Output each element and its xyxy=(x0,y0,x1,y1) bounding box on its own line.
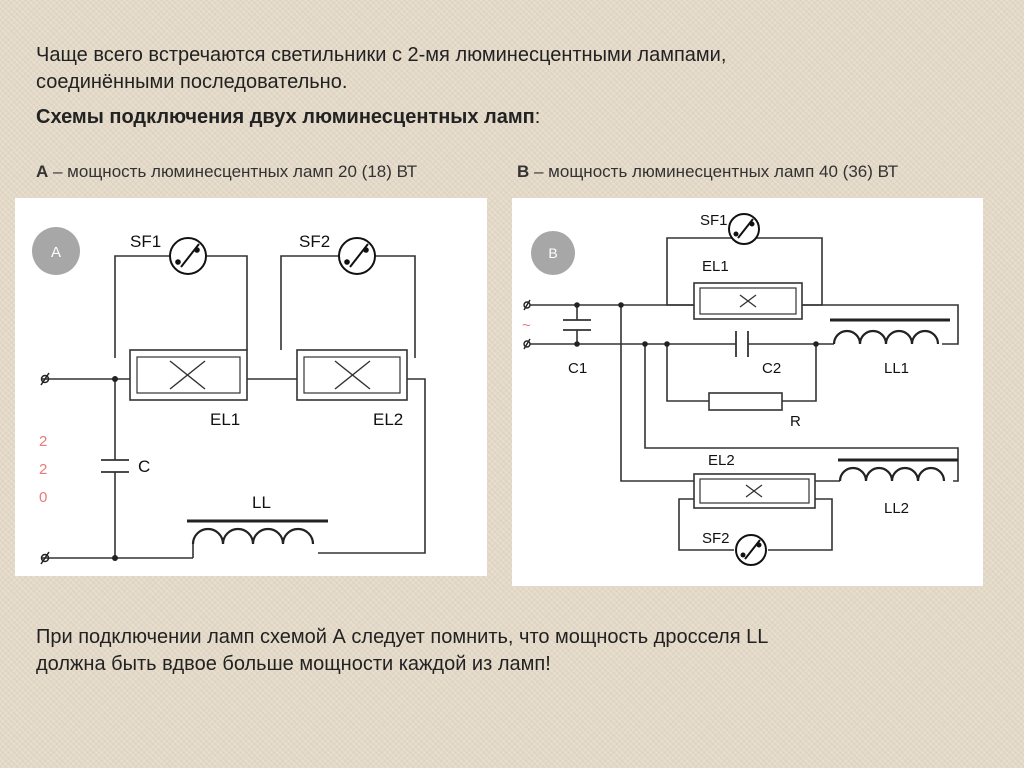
starter-sf1-icon xyxy=(169,237,207,275)
label-c: C xyxy=(138,457,150,476)
label-el1: EL1 xyxy=(702,258,729,275)
diagram-b-badge: В xyxy=(531,231,575,275)
label-c1: C1 xyxy=(568,360,587,377)
lamp-el2 xyxy=(296,349,408,401)
diagram-b-svg: В SF1 EL1 C1 C2 R LL1 EL2 LL2 SF2 ~ xyxy=(522,212,959,566)
label-c2: C2 xyxy=(762,360,781,377)
junction-dots xyxy=(574,302,819,347)
terminal-bottom-icon xyxy=(40,551,50,565)
voltage-digit: 2 xyxy=(39,461,47,478)
caption-a: А – мощность люминесцентных ламп 20 (18)… xyxy=(36,162,417,182)
terminal-top-icon xyxy=(40,372,50,386)
junction-dot xyxy=(574,302,580,308)
junction-dot xyxy=(618,302,624,308)
lamp-el2 xyxy=(693,473,816,509)
diagram-b-panel: В SF1 EL1 C1 C2 R LL1 EL2 LL2 SF2 ~ xyxy=(512,198,983,586)
label-ll2: LL2 xyxy=(884,500,909,517)
footer-note: При подключении ламп схемой А следует по… xyxy=(36,624,768,678)
junction-dot xyxy=(112,376,118,382)
intro-line-1: Чаще всего встречаются светильники с 2-м… xyxy=(36,44,727,66)
intro-line-2: соединёнными последовательно. xyxy=(36,71,348,93)
caption-a-letter: А xyxy=(36,162,49,181)
starter-sf2-icon xyxy=(338,237,376,275)
label-sf2: SF2 xyxy=(299,232,330,251)
starter-sf2-icon xyxy=(735,534,767,566)
junction-dot xyxy=(813,341,819,347)
diagram-a-badge: А xyxy=(32,227,80,275)
voltage-digit: 0 xyxy=(39,489,47,506)
choke-ll xyxy=(187,519,328,545)
choke-ll2 xyxy=(838,458,958,482)
diagram-a-svg: А SF1 SF2 EL1 EL2 C LL 2 2 0 xyxy=(32,227,426,565)
voltage-label: 2 2 0 xyxy=(39,433,47,506)
label-el2: EL2 xyxy=(373,410,403,429)
diagram-a-wires xyxy=(41,255,426,559)
badge-a-text: А xyxy=(51,244,61,261)
label-r: R xyxy=(790,413,801,430)
label-el1: EL1 xyxy=(210,410,240,429)
terminal-bottom-icon xyxy=(523,338,531,350)
capacitor-c2 xyxy=(735,331,749,357)
footer-line-1: При подключении ламп схемой А следует по… xyxy=(36,626,769,648)
starter-sf1-icon xyxy=(728,213,760,245)
label-sf1: SF1 xyxy=(130,232,161,251)
junction-dot xyxy=(574,341,580,347)
lamp-el1 xyxy=(693,282,803,320)
label-el2: EL2 xyxy=(708,452,735,469)
subtitle-text: Схемы подключения двух люминесцентных ла… xyxy=(36,106,535,128)
junction-dot xyxy=(642,341,648,347)
lamp-el1 xyxy=(129,349,248,401)
label-sf1: SF1 xyxy=(700,212,728,229)
capacitor-c1 xyxy=(563,319,591,331)
section-subtitle: Схемы подключения двух люминесцентных ла… xyxy=(36,104,540,131)
junction-dot xyxy=(664,341,670,347)
ac-symbol: ~ xyxy=(522,317,531,334)
junction-dot xyxy=(112,555,118,561)
resistor-r xyxy=(708,392,783,411)
terminal-top-icon xyxy=(523,299,531,311)
label-ll: LL xyxy=(252,493,271,512)
caption-b-letter: В xyxy=(517,162,530,181)
footer-line-2: должна быть вдвое больше мощности каждой… xyxy=(36,653,551,675)
voltage-digit: 2 xyxy=(39,433,47,450)
choke-ll1 xyxy=(830,318,950,345)
label-ll1: LL1 xyxy=(884,360,909,377)
capacitor-c xyxy=(101,459,129,473)
caption-b-text: – мощность люминесцентных ламп 40 (36) В… xyxy=(529,162,899,181)
subtitle-colon: : xyxy=(534,106,541,128)
intro-text: Чаще всего встречаются светильники с 2-м… xyxy=(36,42,726,96)
badge-b-text: В xyxy=(548,245,557,261)
diagram-a-panel: А SF1 SF2 EL1 EL2 C LL 2 2 0 xyxy=(15,198,487,576)
caption-b: В – мощность люминесцентных ламп 40 (36)… xyxy=(517,162,898,182)
caption-a-text: – мощность люминесцентных ламп 20 (18) В… xyxy=(48,162,418,181)
label-sf2: SF2 xyxy=(702,530,730,547)
